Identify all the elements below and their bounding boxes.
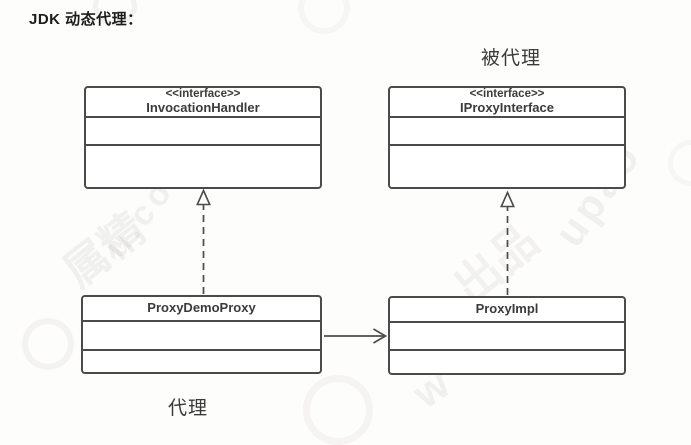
methods-compartment bbox=[390, 144, 624, 187]
class-name-label: InvocationHandler bbox=[146, 100, 260, 116]
class-title: ProxyImpl bbox=[390, 298, 624, 321]
realization-arrow-right bbox=[500, 190, 515, 295]
watermark-ring-top-center-icon bbox=[298, 0, 350, 34]
watermark-ring-left-icon bbox=[22, 318, 74, 370]
methods-compartment bbox=[83, 349, 320, 372]
attributes-compartment bbox=[86, 116, 320, 144]
class-title: <<interface>> IProxyInterface bbox=[390, 88, 624, 116]
class-box-iproxy-interface: <<interface>> IProxyInterface bbox=[388, 86, 626, 189]
label-proxied: 被代理 bbox=[481, 48, 542, 69]
class-title: ProxyDemoProxy bbox=[83, 297, 320, 320]
association-arrow bbox=[324, 328, 388, 344]
watermark-ring-bottom-icon bbox=[303, 375, 373, 445]
methods-compartment bbox=[86, 144, 320, 187]
attributes-compartment bbox=[83, 320, 320, 349]
watermark-ring-right-icon bbox=[668, 140, 691, 186]
methods-compartment bbox=[390, 349, 624, 373]
stereotype-label: <<interface>> bbox=[469, 87, 545, 100]
class-name-label: ProxyDemoProxy bbox=[147, 300, 256, 316]
class-name-label: IProxyInterface bbox=[460, 100, 554, 116]
stereotype-label: <<interface>> bbox=[165, 87, 241, 100]
attributes-compartment bbox=[390, 321, 624, 349]
watermark-text-left-chars: 属精 bbox=[55, 204, 155, 297]
label-proxy: 代理 bbox=[168, 398, 209, 419]
class-box-invocation-handler: <<interface>> InvocationHandler bbox=[84, 86, 322, 189]
class-box-proxy-impl: ProxyImpl bbox=[388, 296, 626, 375]
class-box-proxy-demo-proxy: ProxyDemoProxy bbox=[81, 295, 322, 374]
realization-arrow-left bbox=[196, 188, 211, 294]
page-title: JDK 动态代理： bbox=[29, 11, 143, 28]
class-title: <<interface>> InvocationHandler bbox=[86, 88, 320, 116]
class-name-label: ProxyImpl bbox=[475, 301, 539, 317]
attributes-compartment bbox=[390, 116, 624, 144]
